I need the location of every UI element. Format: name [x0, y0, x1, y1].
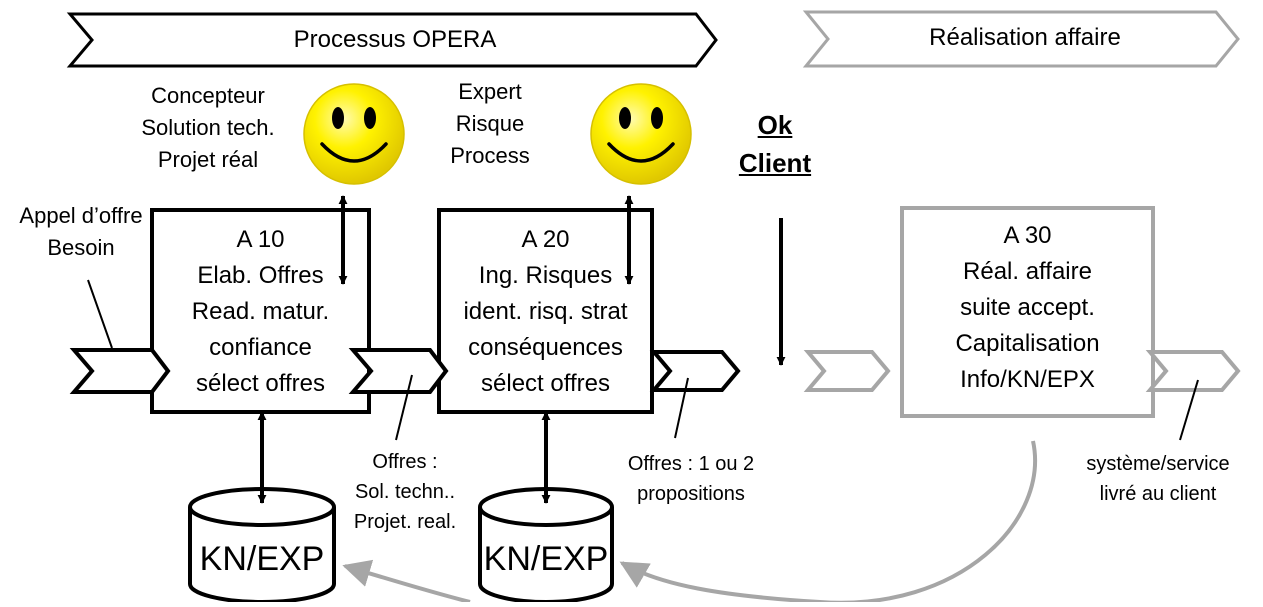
actor-a20-label: Expert Risque Process [450, 79, 530, 168]
leader-line [674, 377, 689, 439]
input-label: Appel d’offre Besoin [19, 203, 143, 260]
database-label: KN/EXP [484, 540, 609, 578]
ok-client-label: Ok Client [738, 110, 812, 178]
a30-output-label: système/service livré au client [1086, 453, 1230, 505]
a10-output-label: Offres : Sol. techn.. Projet. real. [353, 451, 457, 533]
smiley-icon [303, 83, 405, 185]
a20-output-label: Offres : 1 ou 2 propositions [627, 453, 755, 505]
activity-a30-text: A 30 Réal. affaire suite accept. Capital… [955, 222, 1100, 393]
activity-box-a10 [150, 208, 371, 414]
activity-box-a30 [900, 206, 1155, 418]
leader-line [87, 279, 113, 349]
realisation-banner [802, 10, 1240, 68]
database-label: KN/EXP [200, 540, 325, 578]
input-chevron [69, 348, 171, 394]
opera-banner-title: Processus OPERA [293, 26, 497, 53]
database-icon [478, 487, 614, 604]
feedback-arrow [342, 559, 471, 604]
actor-a10-label: Concepteur Solution tech. Projet réal [141, 83, 275, 172]
a20-output-chevron [649, 350, 741, 392]
opera-banner [66, 12, 718, 68]
activity-a10-text: A 10 Elab. Offres Read. matur. confiance… [191, 226, 330, 397]
a10-output-chevron [348, 348, 449, 394]
realisation-banner-title: Réalisation affaire [929, 24, 1121, 51]
leader-line [1179, 379, 1199, 441]
activity-box-a20 [437, 208, 654, 414]
a30-input-chevron [803, 350, 891, 392]
a30-output-chevron [1145, 350, 1241, 392]
activity-a20-text: A 20 Ing. Risques ident. risq. strat con… [463, 226, 628, 397]
database-icon [188, 487, 336, 604]
leader-line [395, 374, 413, 441]
smiley-icon [590, 83, 692, 185]
